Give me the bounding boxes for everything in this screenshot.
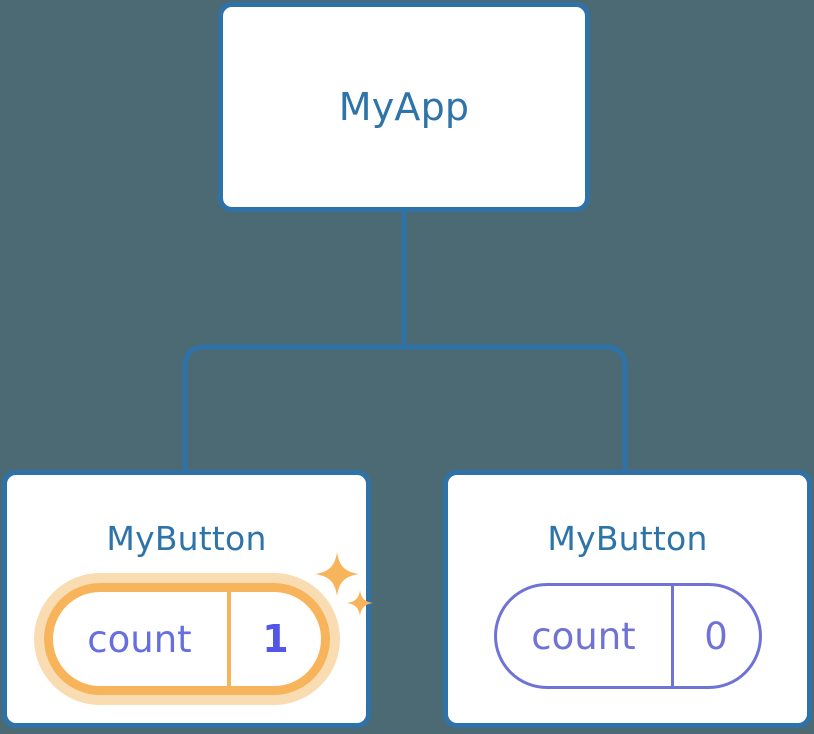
connector-branch-bus xyxy=(182,344,628,474)
sparkle-large-icon xyxy=(314,552,359,596)
state-pill-glow xyxy=(33,573,340,705)
state-pill-wrapper-left: count 1 xyxy=(33,552,373,705)
state-pill-right[interactable]: count 0 xyxy=(493,583,762,689)
state-pill-left[interactable]: count 1 xyxy=(43,583,330,695)
node-mybutton-right[interactable]: MyButton count 0 xyxy=(443,470,812,728)
state-key-right: count xyxy=(497,586,674,686)
state-value-left: 1 xyxy=(262,617,289,661)
state-key-left: count xyxy=(53,592,231,686)
node-mybutton-right-title: MyButton xyxy=(547,519,708,558)
node-myapp-title: MyApp xyxy=(338,85,470,129)
state-pill-wrapper-right: count 0 xyxy=(493,583,762,689)
node-mybutton-left-title: MyButton xyxy=(106,519,267,558)
node-mybutton-left[interactable]: MyButton count 1 xyxy=(2,470,373,728)
node-myapp[interactable]: MyApp xyxy=(218,2,590,212)
sparkle-small-icon xyxy=(346,590,373,616)
state-value-right: 0 xyxy=(704,614,728,658)
